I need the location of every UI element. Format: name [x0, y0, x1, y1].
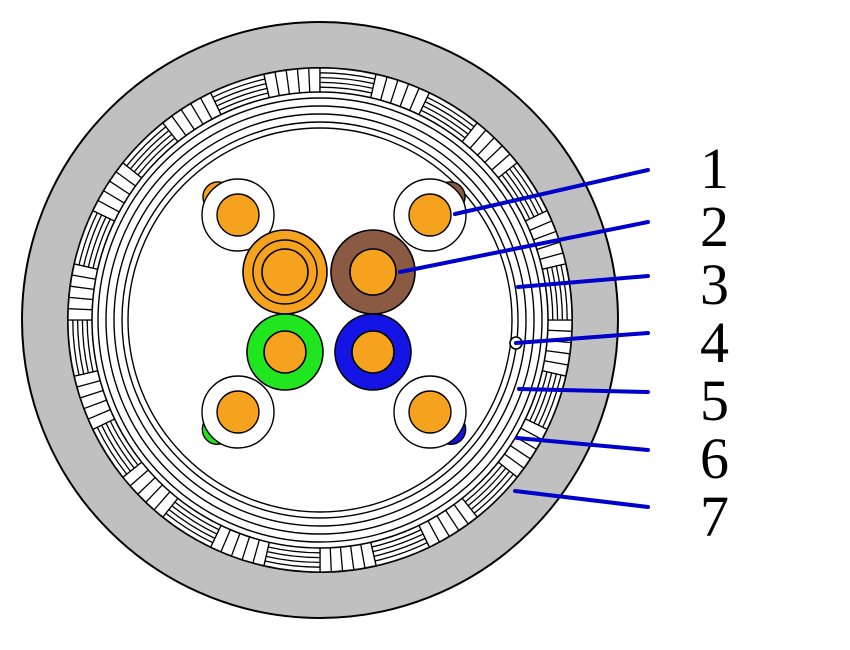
wire-upper-right-conductor	[408, 193, 452, 237]
pair-orange-conductor	[261, 248, 309, 296]
callout-label-1: 1	[700, 136, 729, 201]
callout-label-6: 6	[700, 426, 729, 491]
pair-green-conductor	[263, 330, 307, 374]
leader-line-3	[516, 274, 650, 289]
callout-label-2: 2	[700, 194, 729, 259]
leader-line-6	[515, 436, 650, 452]
braid-inner-edge	[91, 91, 549, 549]
pair-blue-conductor	[351, 330, 395, 374]
callout-label-5: 5	[700, 368, 729, 433]
pair-orange-insulation-ring	[252, 239, 318, 305]
wire-lower-left-conductor	[216, 390, 260, 434]
callout-label-4: 4	[700, 310, 729, 375]
leader-line-7	[513, 489, 650, 509]
leader-line-4	[514, 331, 650, 345]
wire-upper-left-conductor	[216, 193, 260, 237]
callout-label-7: 7	[700, 484, 729, 549]
leader-line-2	[398, 220, 650, 274]
leader-line-1	[453, 168, 650, 216]
wire-lower-right-conductor	[408, 390, 452, 434]
pair-brown-conductor	[349, 248, 397, 296]
callout-label-3: 3	[700, 252, 729, 317]
leader-line-5	[517, 387, 650, 394]
